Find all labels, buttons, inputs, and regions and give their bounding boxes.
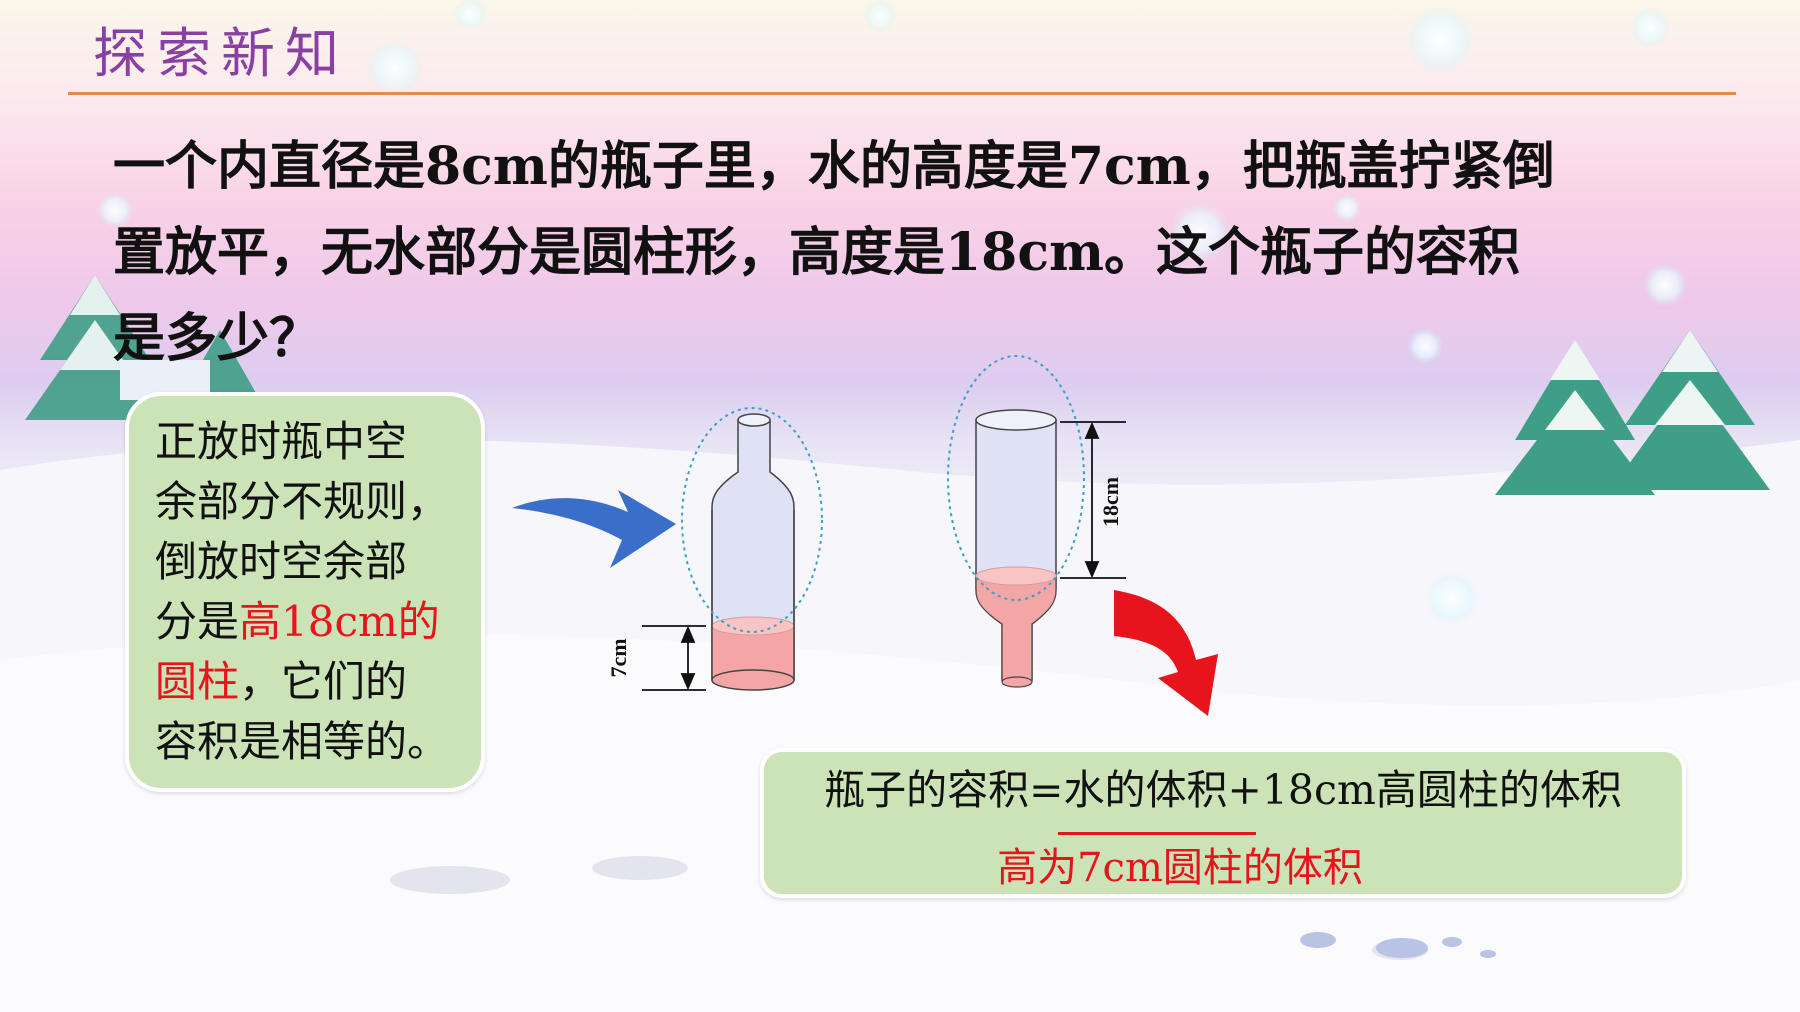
formula-underline (1058, 832, 1256, 835)
problem-line-2: 置放平，无水部分是圆柱形，高度是18cm。这个瓶子的容积 (113, 222, 1521, 283)
note-line-3: 倒放时空余部 (155, 537, 408, 586)
height-label-7: 7cm (606, 638, 631, 677)
height-dimension-18 (1060, 421, 1126, 579)
formula-main: 瓶子的容积=水的体积+18cm高圆柱的体积 (824, 766, 1622, 814)
section-title: 探索新知 (93, 22, 349, 85)
inverted-bottle (975, 409, 1057, 688)
note-line-4-highlight: 高18cm的 (239, 597, 440, 646)
red-curved-arrow-icon (1114, 590, 1218, 716)
upright-water (712, 626, 794, 680)
formula-sub: 高为7cm圆柱的体积 (997, 845, 1363, 891)
height-dimension-7 (642, 625, 706, 691)
note-line-5-suffix: ，它们的 (239, 657, 408, 706)
formula-box (760, 748, 1686, 898)
upright-highlight-ellipse (681, 407, 823, 633)
note-line-4: 分是高18cm的 (155, 592, 495, 652)
note-line-6: 容积是相等的。 (155, 717, 450, 766)
height-label-18: 18cm (1098, 477, 1123, 527)
note-line-1: 正放时瓶中空 (155, 417, 408, 466)
inverted-highlight-ellipse (947, 355, 1085, 601)
note-line-4-prefix: 分是 (155, 597, 240, 646)
note-line-5-highlight: 圆柱 (155, 657, 240, 706)
blue-pointer-arrow-icon (512, 490, 676, 568)
note-line-2: 余部分不规则， (155, 477, 450, 526)
note-line-5: 圆柱，它们的 (155, 652, 495, 712)
problem-line-3: 是多少？ (113, 308, 322, 369)
problem-line-1: 一个内直径是8cm的瓶子里，水的高度是7cm，把瓶盖拧紧倒 (113, 136, 1555, 197)
upright-bottle (711, 413, 795, 691)
inverted-water (975, 575, 1057, 681)
problem-statement: 一个内直径是8cm的瓶子里，水的高度是7cm，把瓶盖拧紧倒 置放平，无水部分是圆… (113, 124, 1713, 382)
explanation-note-box (125, 392, 485, 792)
explanation-note-text: 正放时瓶中空 余部分不规则， 倒放时空余部 分是高18cm的 圆柱，它们的 容积… (155, 412, 495, 772)
title-underline (68, 92, 1736, 95)
